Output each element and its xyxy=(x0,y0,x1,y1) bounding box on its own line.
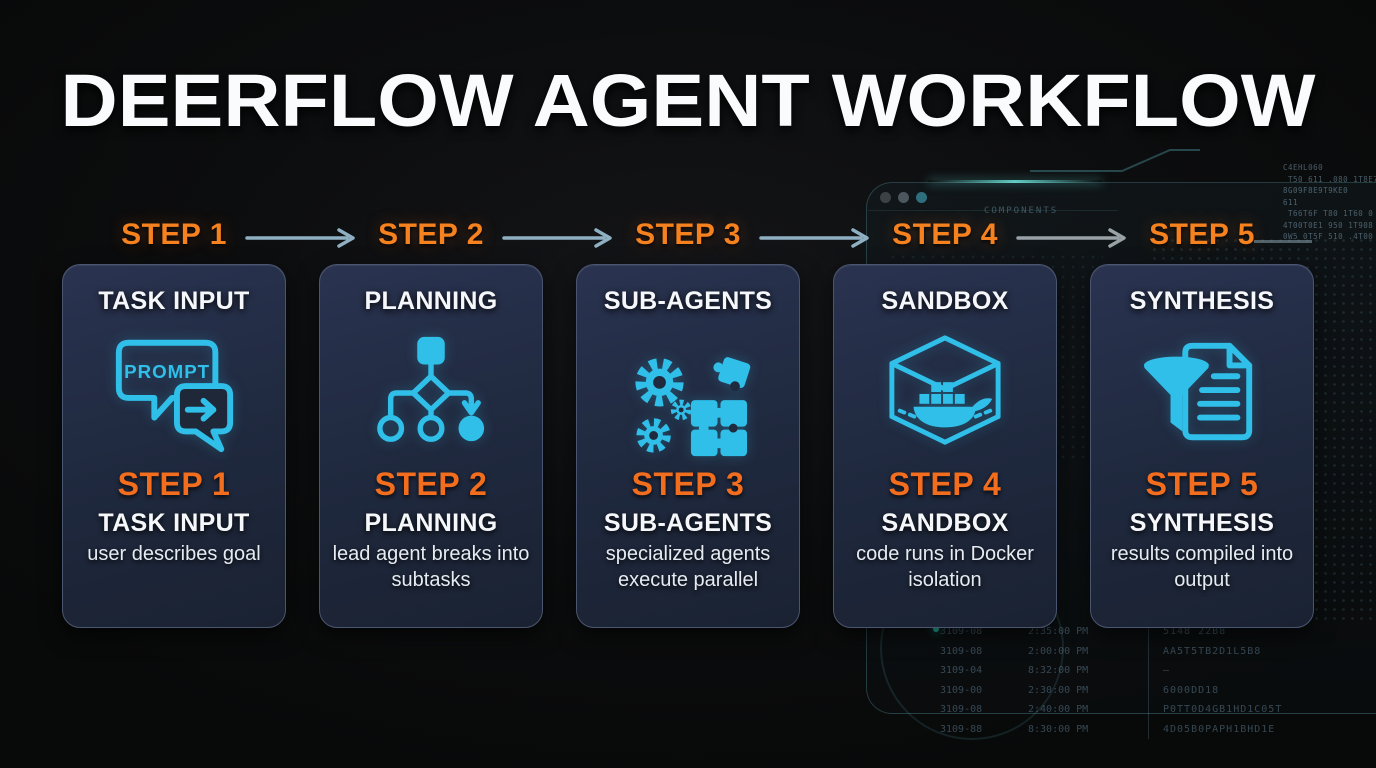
step-badge: STEP 1 xyxy=(117,466,231,502)
prompt-bubble-text: PROMPT xyxy=(124,361,210,382)
card-title: SANDBOX xyxy=(881,287,1009,315)
card-name: PLANNING xyxy=(364,509,498,537)
card-title: TASK INPUT xyxy=(98,287,250,315)
decor-table-cell: 5148 22B8 xyxy=(1148,622,1226,642)
hexdump-line: 4T00T0E1 950 1T908 0 0 1 0 xyxy=(1283,220,1374,230)
decor-table-cell: 3109-88 xyxy=(940,723,983,735)
decor-table-cell: 2:40:00 PM xyxy=(1028,704,1089,715)
card-name: TASK INPUT xyxy=(98,509,250,537)
hexdump-line: 0W5 0T5F 510 .4T00 L0 10 1 0 xyxy=(1283,232,1376,243)
decor-table-cell: 8:32:00 PM xyxy=(1028,665,1089,676)
decor-table-cell: 3109-08 xyxy=(940,645,983,657)
hexdump-line: 611 xyxy=(1283,197,1299,207)
decor-table-row: 3109-08 2:00:00 PM AA5T5TB2D1L5B8 xyxy=(940,641,1282,661)
card-name: SANDBOX xyxy=(881,509,1009,537)
glow-accent-line xyxy=(928,180,1102,183)
window-decor-label: COMPONENTS xyxy=(984,206,1059,216)
hexdump-line: T50 611 .080 1T8E7-1 0 5 06 1 xyxy=(1288,174,1376,184)
gears-puzzle-icon xyxy=(624,338,754,470)
window-dot-icon xyxy=(898,192,909,203)
card-title: SUB-AGENTS xyxy=(603,287,773,315)
decor-table-cell: 6000DD18 xyxy=(1148,680,1219,700)
hexdump-line: 8G09F8E9T9KE0 1 8 xyxy=(1283,186,1349,195)
decor-table-cell: 8:30:00 PM xyxy=(1028,723,1089,735)
decor-table-cell: — xyxy=(1148,661,1170,681)
window-dot-icon xyxy=(880,192,891,203)
decor-table-row: 3109-04 8:32:00 PM — xyxy=(940,661,1282,681)
hexdump-line: C4EHL060 xyxy=(1283,163,1324,172)
decor-table-cell: 2:00:00 PM xyxy=(1028,645,1089,657)
card-sandbox: SANDBOX xyxy=(833,264,1057,628)
card-planning: PLANNING STEP 2 PLANNING lead agent brea xyxy=(319,264,543,628)
step-1-header-label: STEP 1 xyxy=(121,218,227,251)
decor-table-cell: P0TT0D4GB1HD1C05T xyxy=(1148,700,1282,720)
decor-table-cell: 3109-00 xyxy=(940,684,983,696)
hexdump-noise: C4EHL060 T50 611 .080 1T8E7-1 0 5 06 1 8G… xyxy=(1283,163,1376,244)
angled-accent-line xyxy=(1030,149,1200,172)
decor-table-cell: 3109-04 xyxy=(940,665,983,676)
step-4-header-label: STEP 4 xyxy=(892,218,998,251)
decor-table-cell: AA5T5TB2D1L5B8 xyxy=(1148,641,1261,661)
card-name: SYNTHESIS xyxy=(1129,509,1275,537)
card-synthesis: SYNTHESIS STEP 5 SYNTHESIS results compi xyxy=(1090,264,1314,628)
step-badge: STEP 3 xyxy=(631,466,745,502)
decor-table-cell: 2:30:00 PM xyxy=(1028,684,1089,696)
decor-table-row: 3109-00 2:30:00 PM 6000DD18 xyxy=(940,680,1282,700)
card-name: SUB-AGENTS xyxy=(603,509,773,537)
step-badge: STEP 4 xyxy=(888,466,1002,502)
hexdump-line: T66T6F T80 1T60 0 1 0 0 1 0 xyxy=(1288,209,1374,218)
step-2-header-label: STEP 2 xyxy=(378,218,484,251)
arrow-right-icon xyxy=(759,228,869,248)
card-description: specialized agents execute parallel xyxy=(605,543,771,591)
flowchart-icon xyxy=(366,326,496,458)
decor-table-cell: 3109-08 xyxy=(940,704,983,715)
window-toolbar-divider xyxy=(868,210,1118,211)
step-badge: STEP 2 xyxy=(374,466,488,502)
card-title: PLANNING xyxy=(364,287,498,315)
card-description: lead agent breaks into subtasks xyxy=(332,543,530,591)
decor-table-cell: 4D05B0PAPH1BHD1E xyxy=(1148,719,1275,739)
prompt-chat-icon: PROMPT xyxy=(109,326,239,458)
step-badge: STEP 5 xyxy=(1145,466,1259,502)
window-dot-icon xyxy=(916,192,927,203)
step-5-header-label: STEP 5 xyxy=(1149,218,1255,251)
card-title: SYNTHESIS xyxy=(1129,287,1275,315)
card-description: user describes goal xyxy=(87,543,261,565)
step-3-header-label: STEP 3 xyxy=(635,218,741,251)
decor-table-row: 3109-08 2:35:00 PM 5148 22B8 xyxy=(940,622,1282,642)
decor-log-table: 3109-08 2:35:00 PM 5148 22B8 3109-08 2:00:00… xyxy=(940,622,1282,739)
card-sub-agents: SUB-AGENTS STEP 3 SUB-AGENTS specialized… xyxy=(576,264,800,628)
card-description: code runs in Docker isolation xyxy=(856,543,1034,591)
decor-table-row: 3109-08 2:40:00 PM P0TT0D4GB1HD1C05T xyxy=(940,700,1282,720)
page-title: DEERFLOW AGENT WORKFLOW xyxy=(60,59,1316,142)
funnel-document-icon xyxy=(1137,326,1267,458)
header-trailing-dash xyxy=(1254,240,1312,243)
glow-dot xyxy=(933,626,939,632)
arrow-right-icon xyxy=(245,228,355,248)
card-description: results compiled into output xyxy=(1110,543,1294,591)
arrow-right-icon xyxy=(1016,228,1126,248)
decor-table-row: 3109-88 8:30:00 PM 4D05B0PAPH1BHD1E xyxy=(940,719,1282,739)
decor-table-cell: 2:35:00 PM xyxy=(1028,626,1089,637)
decor-table-cell: 3109-08 xyxy=(940,626,983,637)
card-task-input: TASK INPUT PROMPT STEP 1 TASK INPUT user… xyxy=(62,264,286,628)
arrow-right-icon xyxy=(502,228,612,248)
docker-cube-icon xyxy=(880,326,1010,458)
